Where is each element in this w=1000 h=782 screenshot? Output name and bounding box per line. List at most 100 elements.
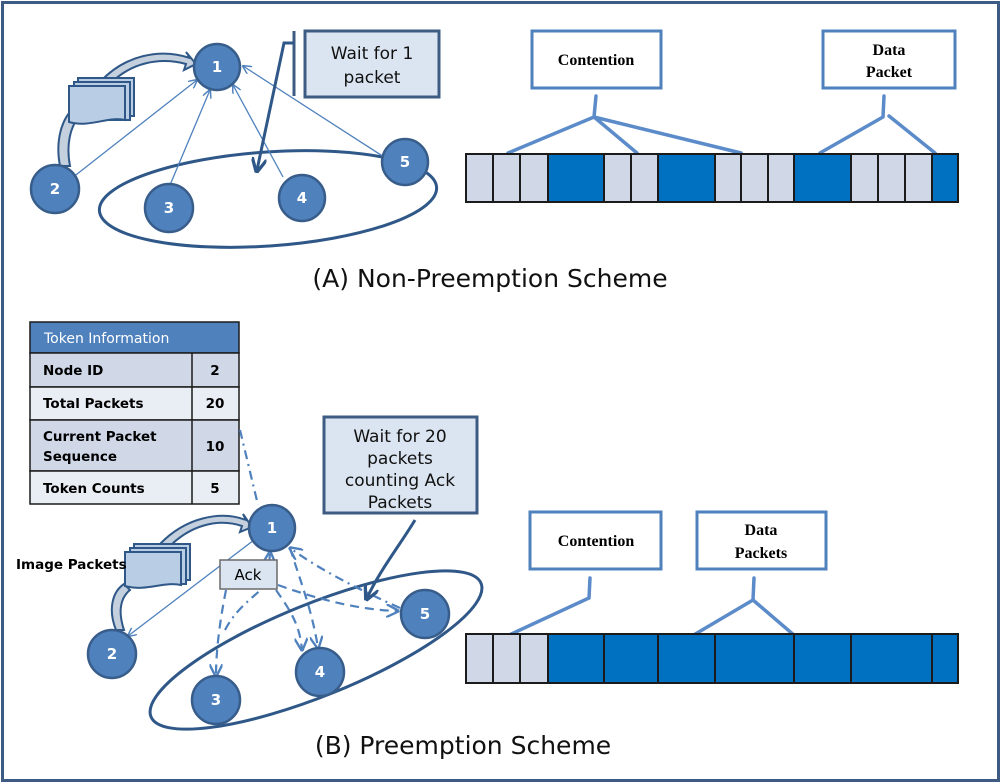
contention-label: Contention [530,29,663,90]
svg-text:packets: packets [367,449,433,469]
svg-text:Sequence: Sequence [43,449,117,465]
node-4-b: 4 [294,646,346,698]
data-slot [850,633,933,684]
svg-text:Wait for 1: Wait for 1 [331,44,414,64]
contention-slot [465,633,494,684]
svg-text:5: 5 [420,605,430,623]
node-group-ellipse [97,149,439,249]
svg-text:counting Ack: counting Ack [345,471,455,491]
data-packet-label: Data Packet [821,29,957,90]
svg-text:Token Counts: Token Counts [43,481,145,497]
slot-bar-a [465,153,959,203]
svg-text:2: 2 [210,363,219,379]
svg-text:Packets: Packets [735,545,787,562]
contention-slot [767,153,795,203]
node-3: 3 [143,182,195,234]
svg-text:Data: Data [873,42,906,59]
data-slot [547,153,605,203]
svg-text:2: 2 [50,180,60,198]
caption-b: (B) Preemption Scheme [315,731,611,760]
svg-text:4: 4 [315,663,325,681]
svg-text:1: 1 [267,519,277,537]
token-row-total-packets: Total Packets 20 [43,396,224,412]
link-3-to-1 [169,90,210,186]
svg-text:Node ID: Node ID [43,363,103,379]
data-slot [603,633,659,684]
link-1-to-2 [128,539,255,636]
contention-slot [630,153,659,203]
data-slot [547,633,605,684]
node-1: 1 [192,42,242,92]
svg-text:Total Packets: Total Packets [43,396,144,412]
svg-text:Ack: Ack [235,566,262,584]
token-table-title: Token Information [43,331,169,347]
contention-connector-b [505,576,592,638]
contention-slot [904,153,933,203]
contention-slot [603,153,632,203]
token-row-current-sequence: Current Packet Sequence 10 [43,429,224,465]
svg-text:3: 3 [211,691,221,709]
svg-text:Current Packet: Current Packet [43,429,157,445]
contention-slot [519,153,549,203]
contention-slot [714,153,742,203]
svg-text:5: 5 [400,153,410,171]
node-5: 5 [380,137,430,187]
svg-text:Wait for 20: Wait for 20 [353,427,446,447]
svg-text:4: 4 [297,189,307,207]
contention-connector [506,94,743,155]
token-row-node-id: Node ID 2 [43,363,220,379]
node-3-b: 3 [190,674,242,726]
curved-arrow-head-b [158,513,254,550]
node-5-b: 5 [399,588,451,640]
svg-text:Contention: Contention [558,52,635,69]
packet-stack-icon [68,77,135,125]
link-1-to-4-dashed-a [275,589,302,650]
svg-text:Packet: Packet [866,64,913,81]
svg-text:1: 1 [212,58,222,76]
node-4: 4 [277,173,327,223]
callout-arrow [257,41,294,170]
link-5-to-1-dashdot [290,548,401,610]
data-slot [657,153,716,203]
data-slot [714,633,795,684]
token-table: Token Information Node ID 2 Total Packet… [29,321,240,505]
data-slot [931,153,959,203]
svg-text:5: 5 [210,481,219,497]
wait-callout-b: Wait for 20 packets counting Ack Packets [322,415,479,515]
callout-arrow-b [367,519,417,598]
svg-text:20: 20 [206,396,225,412]
image-packets-label: Image Packets [16,557,127,573]
contention-slot [740,153,769,203]
link-4-to-1 [233,85,284,178]
data-packets-connector-b [690,576,797,638]
contention-slot [492,153,521,203]
svg-text:Packets: Packets [368,493,433,513]
caption-a: (A) Non-Preemption Scheme [312,264,667,293]
curved-arrow-tail-b [110,582,132,631]
link-1-to-3-dashed [216,589,228,676]
node-2-b: 2 [86,628,138,680]
data-slot [793,633,852,684]
contention-slot [877,153,906,203]
svg-text:3: 3 [164,199,174,217]
contention-slot [850,153,879,203]
contention-label-b: Contention [528,510,663,571]
panel-a: 1 2 3 4 5 Wait for 1 packet Contention D… [29,29,959,293]
wait-callout: Wait for 1 packet [303,29,441,99]
table-to-node1-link [238,429,260,506]
token-row-token-counts: Token Counts 5 [43,481,220,497]
data-slot [793,153,852,203]
link-2-to-1 [71,80,197,179]
node-2: 2 [29,163,81,215]
data-packet-connector [818,94,937,155]
contention-slot [519,633,549,684]
data-slot [931,633,959,684]
data-slot [657,633,716,684]
slot-bar-b [465,633,959,684]
image-packet-stack-icon [124,543,191,589]
panel-b: Token Information Node ID 2 Total Packet… [16,321,959,760]
contention-slot [465,153,494,203]
link-1-to-4-dashed-b [288,547,318,648]
ack-label: Ack [219,559,278,590]
